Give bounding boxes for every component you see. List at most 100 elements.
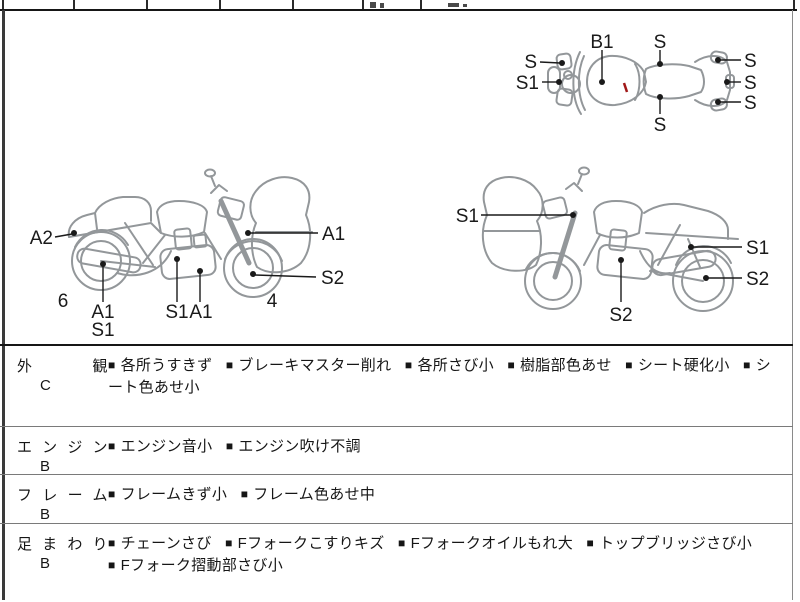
label-s-rear-left: S xyxy=(744,51,757,72)
header-divider xyxy=(146,0,148,9)
motorcycle-left-side-art xyxy=(67,168,313,298)
defect-list-engine: ■エンジン音小 ■エンジン吹け不調 xyxy=(106,427,793,474)
header-divider xyxy=(793,0,795,9)
clipped-text-fragment xyxy=(380,3,384,8)
section-grade-exterior: C xyxy=(40,377,51,394)
bullet-icon: ■ xyxy=(586,536,595,550)
condition-table: 外 観 C ■各所うすきず ■ブレーキマスター削れ ■各所さび小 ■樹脂部色あせ… xyxy=(0,344,793,602)
motorcycle-right-side-art xyxy=(481,166,739,312)
bullet-icon: ■ xyxy=(398,536,406,550)
rear-rim xyxy=(80,240,122,282)
header-bottom-rule xyxy=(0,9,797,11)
bullet-icon: ■ xyxy=(240,487,249,501)
section-grade-undercarriage: B xyxy=(40,555,51,572)
tail-section xyxy=(694,55,731,107)
header-divider xyxy=(219,0,221,9)
defect-item: ■フレームきず小 xyxy=(108,486,228,503)
label-rear-wheel-number: 6 xyxy=(58,291,69,312)
bullet-icon: ■ xyxy=(225,358,234,372)
section-grade-frame: B xyxy=(40,506,51,523)
rear-fender-arc xyxy=(675,244,732,266)
fuel-tank xyxy=(156,200,208,238)
windshield xyxy=(481,176,544,272)
defect-item: ■シート硬化小 xyxy=(625,357,730,374)
frame-tubes xyxy=(100,222,222,268)
defect-item: ■トップブリッジさび小 xyxy=(586,535,753,552)
rear-rim xyxy=(681,259,725,303)
windscreen-edge xyxy=(572,51,582,115)
motorcycle-left-side-diagram: A2 6 A1 S1 S1 A1 A1 S2 4 xyxy=(30,168,346,340)
motorcycle-top-view-art xyxy=(547,50,735,115)
clipped-text-fragment xyxy=(370,2,376,8)
engine-crankcase xyxy=(159,244,217,280)
defect-item: ■ブレーキマスター削れ xyxy=(225,357,392,374)
defect-item: ■シート色あせ小 xyxy=(108,357,771,396)
bullet-icon: ■ xyxy=(625,358,633,372)
label-s1-engine: S1 xyxy=(165,302,188,323)
table-row-exterior: 外 観 C ■各所うすきず ■ブレーキマスター削れ ■各所さび小 ■樹脂部色あせ… xyxy=(0,346,793,427)
header-divider xyxy=(292,0,294,9)
bullet-icon: ■ xyxy=(225,536,233,550)
label-s-rear-right: S xyxy=(744,93,757,114)
headlight xyxy=(541,196,569,220)
label-s1-front: S1 xyxy=(456,206,479,227)
defect-item: ■樹脂部色あせ xyxy=(507,357,612,374)
section-label-undercarriage: 足まわり xyxy=(17,536,108,553)
truncated-header-row xyxy=(0,0,800,11)
tank-seat-seam xyxy=(634,63,641,101)
label-s-seat-top: S xyxy=(654,32,667,53)
seat-tail xyxy=(643,202,729,240)
defect-list-undercarriage: ■チェーンさび ■Fフォークこすりキズ ■Fフォークオイルもれ大 ■トップブリッ… xyxy=(106,524,793,602)
windscreen-edge-inner xyxy=(577,55,586,111)
front-rim xyxy=(533,261,573,301)
carburetor xyxy=(192,233,208,249)
tail-seam xyxy=(94,212,98,230)
table-row-engine: エンジン B ■エンジン音小 ■エンジン吹け不調 xyxy=(0,427,793,475)
right-mirror xyxy=(555,87,574,107)
bullet-icon: ■ xyxy=(225,439,234,453)
headlight xyxy=(216,196,245,221)
bullet-icon: ■ xyxy=(108,487,116,501)
table-row-frame: フレーム B ■フレームきず小 ■フレーム色あせ中 xyxy=(0,475,793,524)
label-a1-front: A1 xyxy=(322,224,345,245)
motorcycle-top-view-diagram: B1 S S S S1 S S S xyxy=(516,32,757,135)
label-s-mirror: S xyxy=(524,52,537,73)
label-a1-muffler: A1 xyxy=(91,302,114,323)
bullet-icon: ■ xyxy=(404,358,413,372)
body-line xyxy=(68,222,162,238)
header-divider xyxy=(420,0,422,9)
label-s2-rear-wheel: S2 xyxy=(746,269,769,290)
left-side-annotations: A2 6 A1 S1 S1 A1 A1 S2 4 xyxy=(30,224,346,340)
sheet-left-border xyxy=(2,10,5,600)
header-divider xyxy=(73,0,75,9)
bullet-icon: ■ xyxy=(743,358,751,372)
section-label-frame: フレーム xyxy=(17,487,108,504)
body-line xyxy=(645,232,739,240)
fuel-tank xyxy=(593,200,643,239)
bullet-icon: ■ xyxy=(108,439,116,453)
label-s1-front: S1 xyxy=(516,73,539,94)
muffler xyxy=(651,249,717,277)
clipped-text-fragment xyxy=(448,3,459,7)
header-divider xyxy=(362,0,364,9)
defect-item: ■チェーンさび xyxy=(108,535,212,552)
top-view-annotations: B1 S S S S1 S S S xyxy=(516,32,757,135)
defect-item: ■エンジン吹け不調 xyxy=(225,438,361,455)
defect-item: ■Fフォークオイルもれ大 xyxy=(398,535,574,552)
label-front-wheel-number: 4 xyxy=(267,291,278,312)
seat xyxy=(642,63,705,100)
section-grade-engine: B xyxy=(40,458,51,475)
right-side-annotations: S1 S2 S1 S2 xyxy=(456,206,770,326)
label-s2-engine: S2 xyxy=(609,305,632,326)
label-b1-tank: B1 xyxy=(590,32,613,53)
fuel-tank xyxy=(586,54,647,107)
defect-item: ■Fフォークこすりキズ xyxy=(225,535,385,552)
muffler xyxy=(76,247,142,274)
label-a1-frame: A1 xyxy=(189,302,212,323)
bullet-icon: ■ xyxy=(507,358,515,372)
front-fender xyxy=(525,252,581,272)
header-divider xyxy=(2,0,4,9)
bullet-icon: ■ xyxy=(108,358,116,372)
engine-cylinder xyxy=(173,227,193,251)
defect-item: ■Fフォーク摺動部さび小 xyxy=(108,557,284,574)
